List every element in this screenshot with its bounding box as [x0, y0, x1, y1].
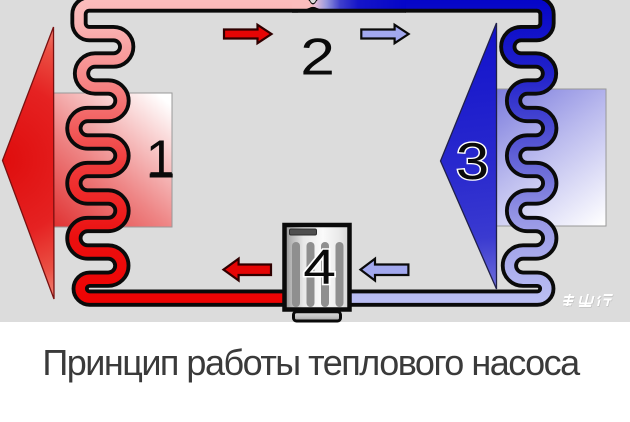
svg-text:Принцип работы теплового насос: Принцип работы теплового насоса: [42, 342, 581, 383]
svg-text:2: 2: [300, 28, 335, 86]
svg-text:1: 1: [146, 130, 176, 189]
svg-text:4: 4: [303, 240, 336, 294]
svg-text:3: 3: [456, 132, 489, 190]
